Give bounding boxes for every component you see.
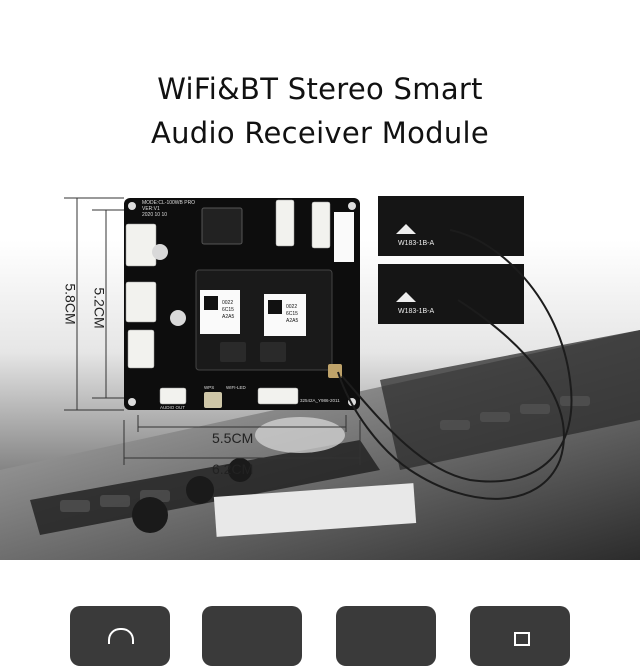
outer-height-label: 5.8CM <box>62 283 79 325</box>
chip-icon <box>514 632 530 646</box>
wps-label: WPS <box>204 385 214 390</box>
antenna-label-1: W183-1B-A <box>398 240 435 247</box>
audio-out-label: AUDIO OUT <box>160 405 185 410</box>
dimension-lines <box>64 197 361 465</box>
chip-code-1: 0022 <box>222 300 233 306</box>
outer-width-label: 6.2CM <box>212 461 254 477</box>
serial-label: 32542A_Y986-2011 <box>300 398 340 403</box>
board-version-label: VER:V1 <box>142 206 160 212</box>
chip-code-6: A2A5 <box>286 318 298 324</box>
board-model-label: MODE:CL-100WB PRO <box>142 200 195 206</box>
chip-code-4: 0022 <box>286 304 297 310</box>
wifi-icon <box>108 628 134 644</box>
antenna-label-2: W183-1B-A <box>398 308 435 315</box>
antennas <box>378 196 524 324</box>
title-line-1: WiFi&BT Stereo Smart <box>157 72 483 106</box>
board-date-label: 2020 10 10 <box>142 212 167 218</box>
wifi-led-label: WIFI-LED <box>226 385 246 390</box>
mixing-console-background <box>0 240 640 560</box>
feature-tile-4 <box>470 606 570 666</box>
chip-code-2: 6C15 <box>222 307 234 313</box>
feature-tile-2 <box>202 606 302 666</box>
pcb-board <box>124 198 360 410</box>
inner-width-label: 5.5CM <box>212 430 254 446</box>
inner-height-label: 5.2CM <box>91 287 108 329</box>
chip-code-3: A2A5 <box>222 314 234 320</box>
product-scene: MODE:CL-100WB PRO VER:V1 2020 10 10 0022… <box>0 196 640 560</box>
title-line-2: Audio Receiver Module <box>150 116 490 150</box>
antenna-cables <box>337 229 573 500</box>
feature-tile-1 <box>70 606 170 666</box>
chip-code-5: 6C15 <box>286 311 298 317</box>
feature-tile-3 <box>336 606 436 666</box>
